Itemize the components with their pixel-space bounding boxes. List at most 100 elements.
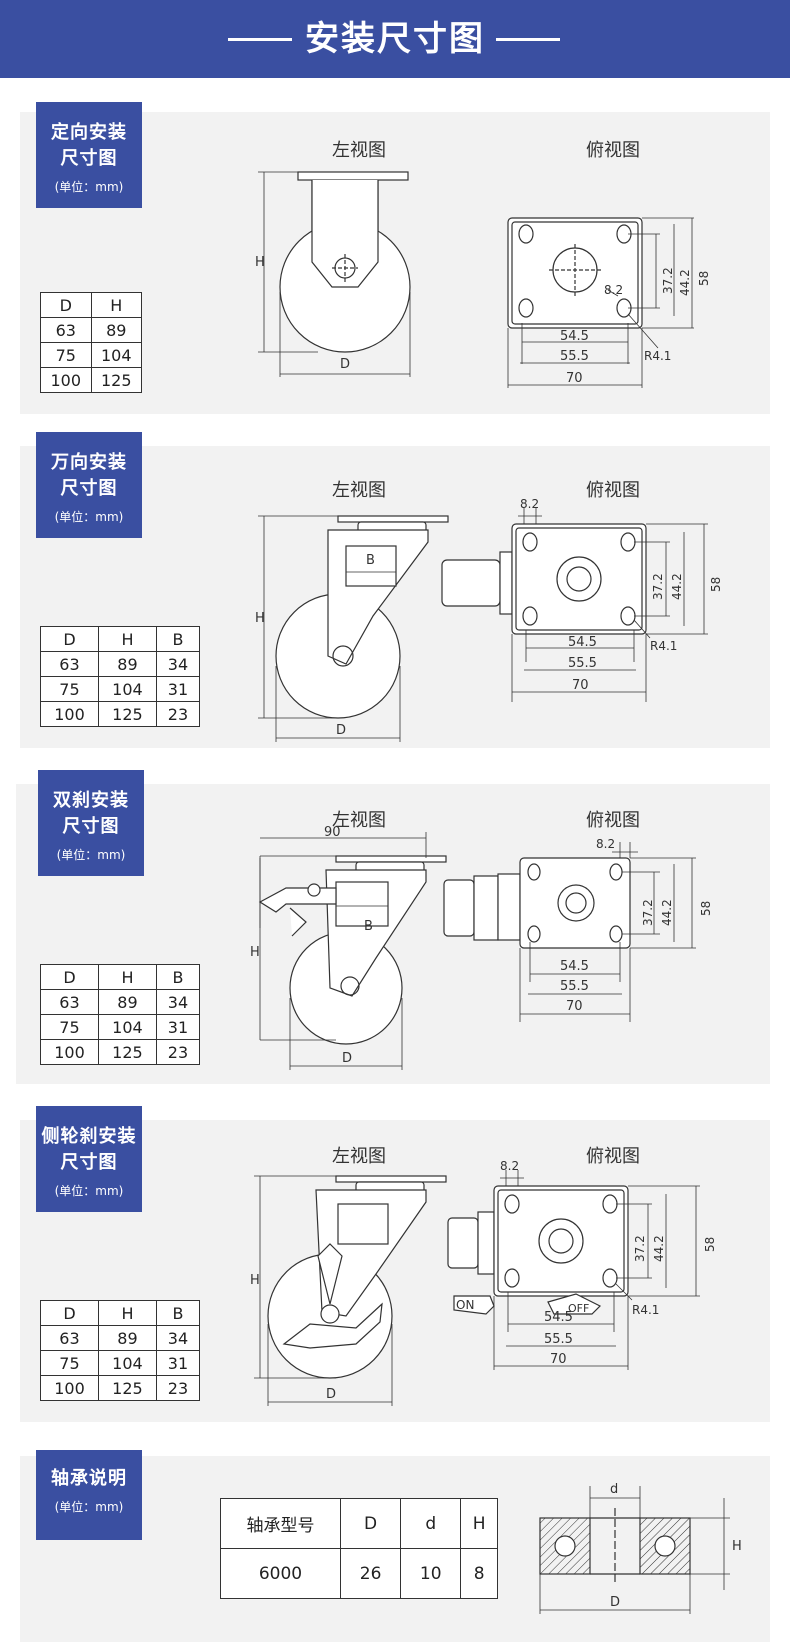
table-cell: 6000 [220, 1548, 341, 1599]
table-cell: B [155, 626, 201, 652]
dim-label-70: 70 [550, 1352, 567, 1367]
table-cell: 63 [40, 989, 99, 1015]
table-cell: 100 [40, 367, 92, 393]
table-cell: 75 [40, 342, 92, 368]
side-view-title: 左视图 [332, 810, 386, 831]
dim-label-d: D [342, 1051, 352, 1066]
table-cell: 8 [460, 1548, 498, 1599]
header-rule-left [228, 38, 292, 41]
dim-label-8-2: 8.2 [520, 497, 539, 511]
dim-label-37-2: 37.2 [651, 573, 665, 600]
table-cell: 23 [155, 1375, 201, 1401]
dim-label-55-5: 55.5 [560, 349, 589, 364]
side-view-title: 左视图 [332, 1146, 386, 1167]
bearing-table: 轴承型号 D d H 6000 26 10 8 [220, 1498, 498, 1599]
dim-label-55-5: 55.5 [568, 656, 597, 671]
table-cell: 31 [155, 676, 201, 702]
dim-label-h: H [255, 255, 265, 270]
section-label-line-2: 尺寸图 [62, 816, 120, 837]
dim-label-70: 70 [566, 999, 583, 1014]
table-cell: 104 [97, 1350, 157, 1376]
table-cell: 63 [40, 651, 99, 677]
table-cell: H [460, 1498, 498, 1549]
dim-label-b: B [366, 553, 375, 568]
table-cell: 10 [400, 1548, 462, 1599]
dim-label-d: D [326, 1387, 336, 1402]
dim-label-r4-1: R4.1 [650, 639, 677, 653]
dim-label-b: B [364, 919, 373, 934]
section-bearing: 轴承说明 (单位：mm) 轴承型号 D d H 6000 26 10 8 [20, 1450, 770, 1642]
section-label-line-1: 定向安装 [51, 122, 127, 143]
table-cell: 轴承型号 [220, 1498, 341, 1549]
dim-label-r4-1: R4.1 [644, 349, 671, 363]
table-cell: D [40, 626, 99, 652]
table-cell: 23 [155, 701, 201, 727]
section-label-line-2: 尺寸图 [60, 1152, 118, 1173]
section-label: 定向安装 尺寸图 (单位：mm) [36, 102, 142, 208]
dim-label-8-2: 8.2 [596, 837, 615, 851]
dim-label-h: H [255, 611, 265, 626]
section-label-line-2: 尺寸图 [60, 478, 118, 499]
table-cell: H [90, 292, 142, 318]
bearing-section-drawing: d D H [539, 1482, 742, 1614]
table-cell: 75 [40, 676, 99, 702]
page-title: 安装尺寸图 [305, 19, 485, 59]
table-cell: B [155, 964, 201, 990]
table-cell: 104 [97, 1014, 157, 1040]
dim-label-58: 58 [697, 271, 711, 286]
dim-label-54-5: 54.5 [568, 635, 597, 650]
dim-label-37-2: 37.2 [641, 899, 655, 926]
table-cell: 125 [97, 1039, 157, 1065]
section-label-line-2: 尺寸图 [60, 148, 118, 169]
dim-label-44-2: 44.2 [660, 899, 674, 926]
table-cell: 34 [155, 989, 201, 1015]
section-label-line-1: 万向安装 [51, 452, 127, 473]
table-cell: 89 [97, 651, 157, 677]
side-brake-top-drawing: 8.2 ON OFF 54.5 55.5 70 37.2 44.2 58 R4.… [447, 1159, 717, 1370]
table-cell: 125 [97, 701, 157, 727]
dim-label-54-5: 54.5 [560, 329, 589, 344]
dim-label-58: 58 [699, 901, 713, 916]
table-cell: H [97, 964, 157, 990]
table-cell: 26 [339, 1548, 402, 1599]
table-cell: 89 [97, 989, 157, 1015]
dim-label-58: 58 [709, 577, 723, 592]
dim-label-44-2: 44.2 [678, 269, 692, 296]
page-header: 安装尺寸图 [0, 0, 790, 78]
dim-label-55-5: 55.5 [560, 979, 589, 994]
section-unit: (单位：mm) [54, 1500, 124, 1514]
side-view-title: 左视图 [332, 480, 386, 501]
section-label-line-1: 双刹安装 [53, 790, 129, 811]
section-label-line-1: 侧轮刹安装 [41, 1126, 137, 1147]
table-cell: 125 [97, 1375, 157, 1401]
table-cell: D [339, 1498, 402, 1549]
top-view-title: 俯视图 [586, 810, 640, 831]
table-cell: 34 [155, 651, 201, 677]
table-cell: 34 [155, 1325, 201, 1351]
top-view-title: 俯视图 [586, 140, 640, 161]
dim-label-37-2: 37.2 [661, 267, 675, 294]
table-cell: 31 [155, 1014, 201, 1040]
dim-label-r4-1: R4.1 [632, 1303, 659, 1317]
side-brake-side-drawing: H D [250, 1175, 447, 1406]
top-view-title: 俯视图 [586, 480, 640, 501]
table-cell: H [97, 1300, 157, 1326]
table-cell: 100 [40, 1039, 99, 1065]
double-brake-top-drawing: 8.2 54.5 55.5 70 37.2 44.2 58 [443, 837, 713, 1022]
dim-label-55-5: 55.5 [544, 1332, 573, 1347]
section-label: 侧轮刹安装 尺寸图 (单位：mm) [36, 1106, 142, 1212]
dim-label-54-5: 54.5 [560, 959, 589, 974]
fixed-caster-top-drawing: 54.5 55.5 70 37.2 44.2 58 8.2 R4.1 [507, 217, 711, 388]
section-label: 轴承说明 (单位：mm) [36, 1450, 142, 1540]
table-cell: 75 [40, 1350, 99, 1376]
side-view-title: 左视图 [332, 140, 386, 161]
fixed-caster-side-drawing: H D [255, 171, 411, 377]
table-cell: D [40, 1300, 99, 1326]
dim-label-54-5: 54.5 [544, 1310, 573, 1325]
section-unit: (单位：mm) [56, 848, 126, 862]
double-brake-side-drawing: 90 H D B [250, 825, 447, 1070]
table-cell: 89 [97, 1325, 157, 1351]
